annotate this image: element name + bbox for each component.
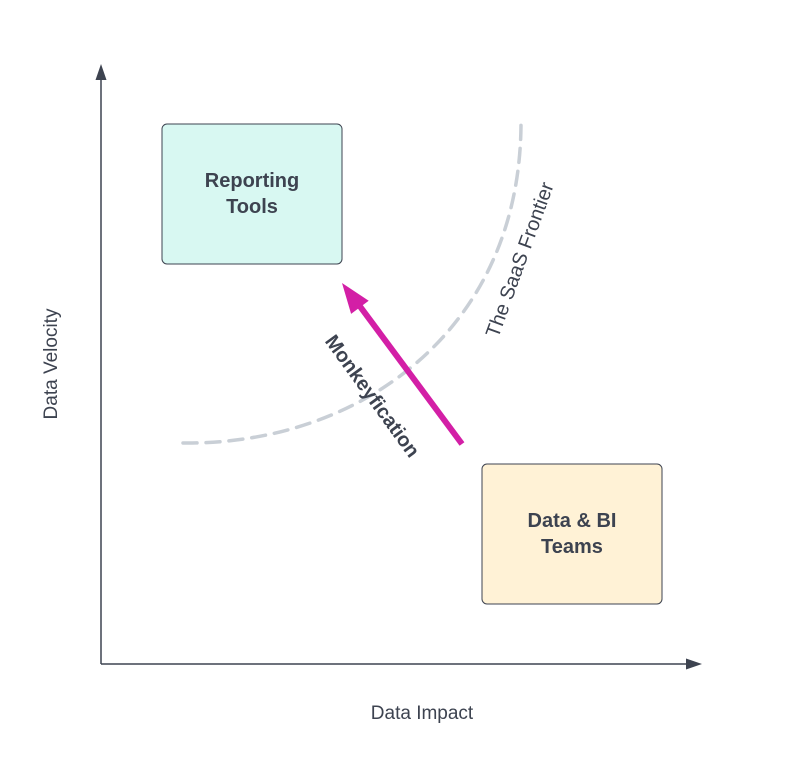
y-axis xyxy=(95,64,107,664)
y-axis-label: Data Velocity xyxy=(41,308,62,419)
monkeyfication-arrow xyxy=(342,283,465,446)
x-axis xyxy=(101,658,702,670)
monkeyfication-arrow-shaft xyxy=(353,299,465,446)
saas-frontier-curve xyxy=(181,120,523,445)
y-axis-arrowhead xyxy=(95,64,107,80)
data-bi-teams-box: Data & BI Teams xyxy=(481,463,663,605)
reporting-tools-box: Reporting Tools xyxy=(161,123,343,265)
reporting-tools-rect xyxy=(161,123,343,265)
monkeyfication-label: Monkeyfication xyxy=(320,331,423,462)
data-bi-teams-label-line2: Teams xyxy=(541,536,603,558)
reporting-tools-label-line1: Reporting xyxy=(205,170,299,192)
x-axis-arrowhead xyxy=(686,658,702,670)
x-axis-label: Data Impact xyxy=(371,703,474,724)
data-bi-teams-rect xyxy=(481,463,663,605)
monkeyfication-arrow-head xyxy=(342,283,369,314)
reporting-tools-label-line2: Tools xyxy=(226,196,278,218)
data-bi-teams-label-line1: Data & BI xyxy=(528,510,617,532)
